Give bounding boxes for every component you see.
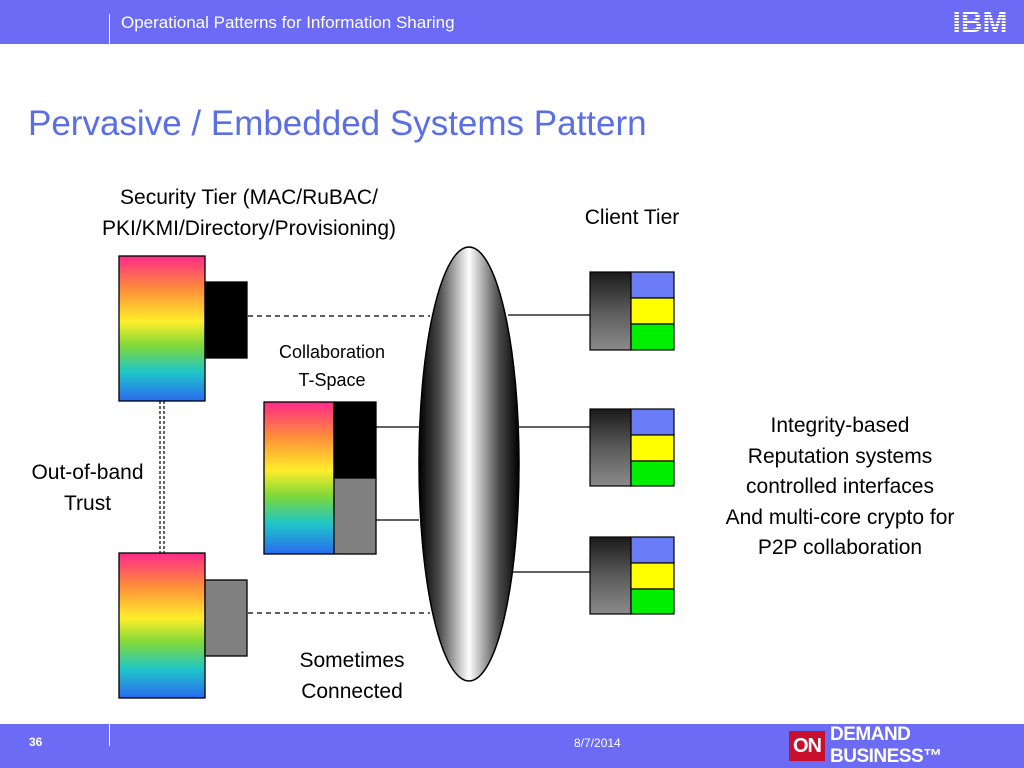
client-node-3	[589, 536, 675, 615]
brand-rest: DEMAND BUSINESS™	[830, 724, 942, 767]
sometimes-connected-label: Sometimes Connected	[272, 645, 432, 707]
client-slot	[630, 562, 675, 590]
client-slot	[630, 297, 675, 325]
security-node-top	[118, 255, 248, 402]
client-slot	[630, 588, 675, 615]
integrity-label-line: And multi-core crypto for	[725, 505, 955, 529]
network-oval	[418, 246, 520, 682]
client-tier-label: Client Tier	[584, 206, 680, 229]
client-slot	[630, 323, 675, 351]
header-bar: Operational Patterns for Information Sha…	[0, 0, 1024, 44]
client-node-2	[589, 408, 675, 487]
page-number: 36	[29, 735, 43, 749]
security-tier-label: Security Tier (MAC/RuBAC/ PKI/KMI/Direct…	[64, 182, 434, 244]
tspace-node	[263, 401, 377, 555]
brand-on: ON	[789, 731, 825, 761]
header-divider	[109, 14, 110, 44]
integrity-label-line: Reputation systems	[747, 444, 933, 468]
out-of-band-label-line: Out-of-band	[31, 461, 144, 484]
sometimes-connected-label-line: Sometimes	[299, 649, 405, 672]
connection-lines	[248, 314, 590, 614]
security-tier-label-line: Security Tier (MAC/RuBAC/	[120, 186, 378, 209]
out-of-band-link	[159, 401, 165, 553]
svg-text:IBM: IBM	[953, 6, 1008, 36]
client-slot	[630, 536, 675, 564]
collaboration-label-line: Collaboration	[278, 342, 386, 362]
collaboration-label-line: T-Space	[298, 370, 366, 390]
security-node-bottom	[118, 552, 248, 699]
presentation-title: Operational Patterns for Information Sha…	[121, 13, 455, 32]
slide-date: 8/7/2014	[574, 736, 621, 750]
client-slot	[630, 434, 675, 462]
client-slot	[630, 460, 675, 487]
collaboration-label: Collaboration T-Space	[252, 338, 412, 394]
integrity-label-line: P2P collaboration	[757, 536, 923, 559]
ibm-logo: IBM	[944, 6, 1016, 36]
out-of-band-label-line: Trust	[63, 492, 112, 515]
footer-divider	[109, 724, 110, 746]
footer-bar: 36 8/7/2014 ON DEMAND BUSINESS™	[0, 724, 1024, 768]
integrity-label-line: Integrity-based	[770, 414, 910, 437]
on-demand-business-logo: ON DEMAND BUSINESS™	[789, 724, 1024, 767]
integrity-label: Integrity-based Reputation systems contr…	[690, 411, 990, 564]
integrity-label-line: controlled interfaces	[746, 475, 934, 498]
client-slot	[630, 408, 675, 436]
out-of-band-label: Out-of-band Trust	[10, 457, 165, 519]
client-node-1	[589, 271, 675, 351]
security-tier-label-line: PKI/KMI/Directory/Provisioning)	[101, 217, 397, 240]
client-slot	[630, 271, 675, 299]
slide-title: Pervasive / Embedded Systems Pattern	[28, 104, 647, 143]
sometimes-connected-label-line: Connected	[301, 680, 403, 703]
